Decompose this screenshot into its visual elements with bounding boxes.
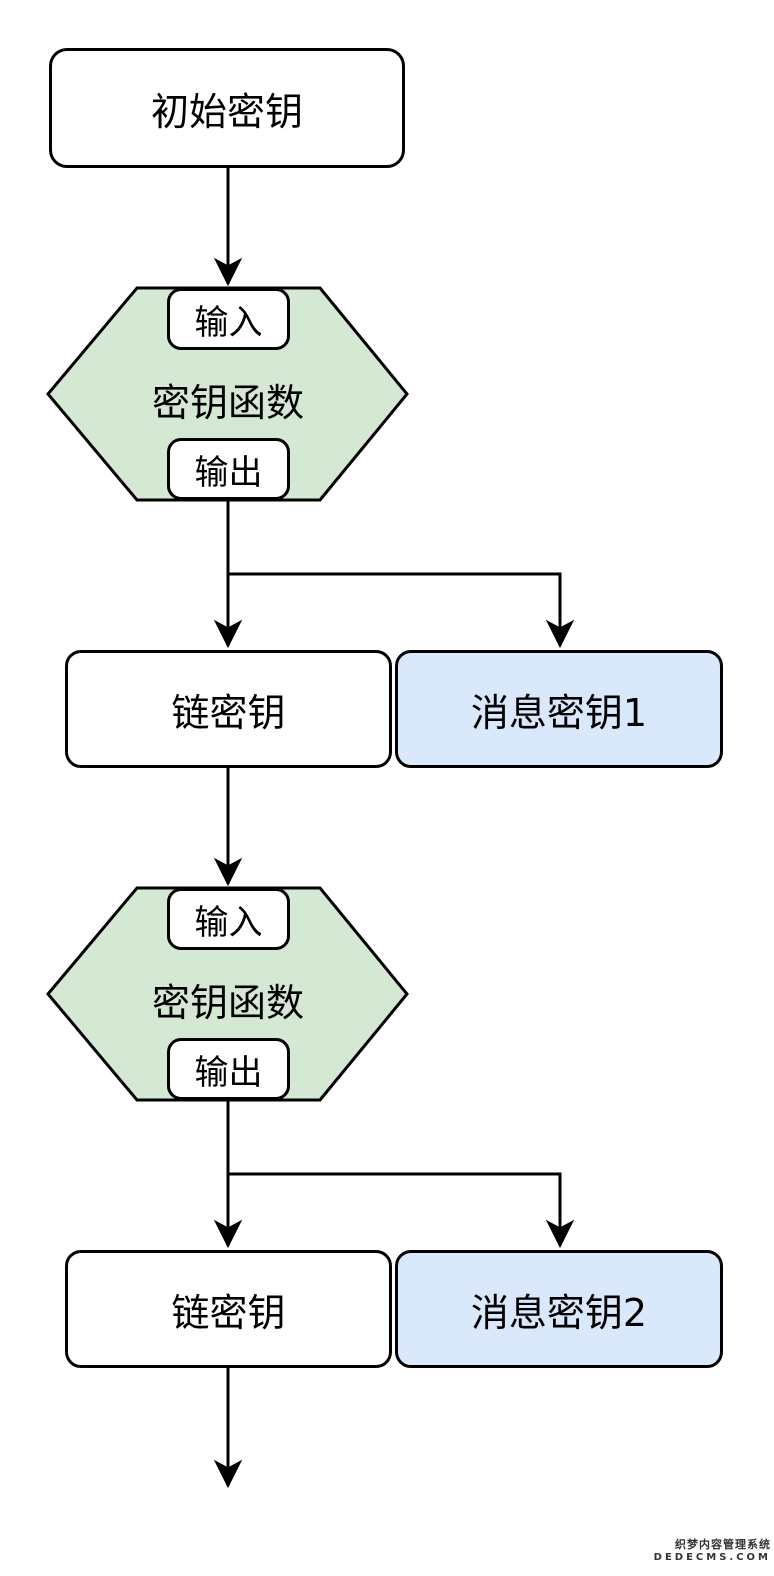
watermark: 织梦内容管理系统 DEDECMS.COM bbox=[654, 1538, 771, 1564]
kdf2-output-badge: 输出 bbox=[167, 1038, 290, 1100]
message-key-1-label: 消息密钥1 bbox=[470, 690, 648, 735]
kdf2-input-badge: 输入 bbox=[167, 888, 290, 950]
node-chain-key-1: 链密钥 bbox=[65, 650, 392, 768]
kdf1-output-label: 输出 bbox=[194, 452, 263, 493]
chain-key-1-label: 链密钥 bbox=[171, 690, 286, 735]
kdf-hexagon-1 bbox=[46, 286, 409, 502]
node-message-key-1: 消息密钥1 bbox=[395, 650, 723, 768]
kdf1-input-badge: 输入 bbox=[167, 288, 290, 350]
node-message-key-2: 消息密钥2 bbox=[395, 1250, 723, 1368]
arrow-kdf1-to-messagekey1 bbox=[228, 572, 575, 649]
watermark-line2: DEDECMS.COM bbox=[653, 1552, 771, 1563]
kdf-hexagon-2 bbox=[46, 886, 409, 1102]
node-chain-key-2: 链密钥 bbox=[65, 1250, 392, 1368]
kdf1-input-label: 输入 bbox=[194, 302, 263, 343]
message-key-2-label: 消息密钥2 bbox=[470, 1290, 648, 1335]
chain-key-2-label: 链密钥 bbox=[171, 1290, 286, 1335]
kdf1-label: 密钥函数 bbox=[151, 381, 304, 425]
kdf2-output-label: 输出 bbox=[194, 1052, 263, 1093]
arrow-kdf2-to-messagekey2 bbox=[228, 1172, 575, 1249]
initial-key-label: 初始密钥 bbox=[150, 89, 303, 134]
watermark-line1: 织梦内容管理系统 bbox=[675, 1538, 771, 1551]
kdf1-output-badge: 输出 bbox=[167, 438, 290, 500]
kdf2-label: 密钥函数 bbox=[151, 981, 304, 1025]
node-initial-key: 初始密钥 bbox=[49, 48, 405, 168]
kdf2-input-label: 输入 bbox=[194, 902, 263, 943]
